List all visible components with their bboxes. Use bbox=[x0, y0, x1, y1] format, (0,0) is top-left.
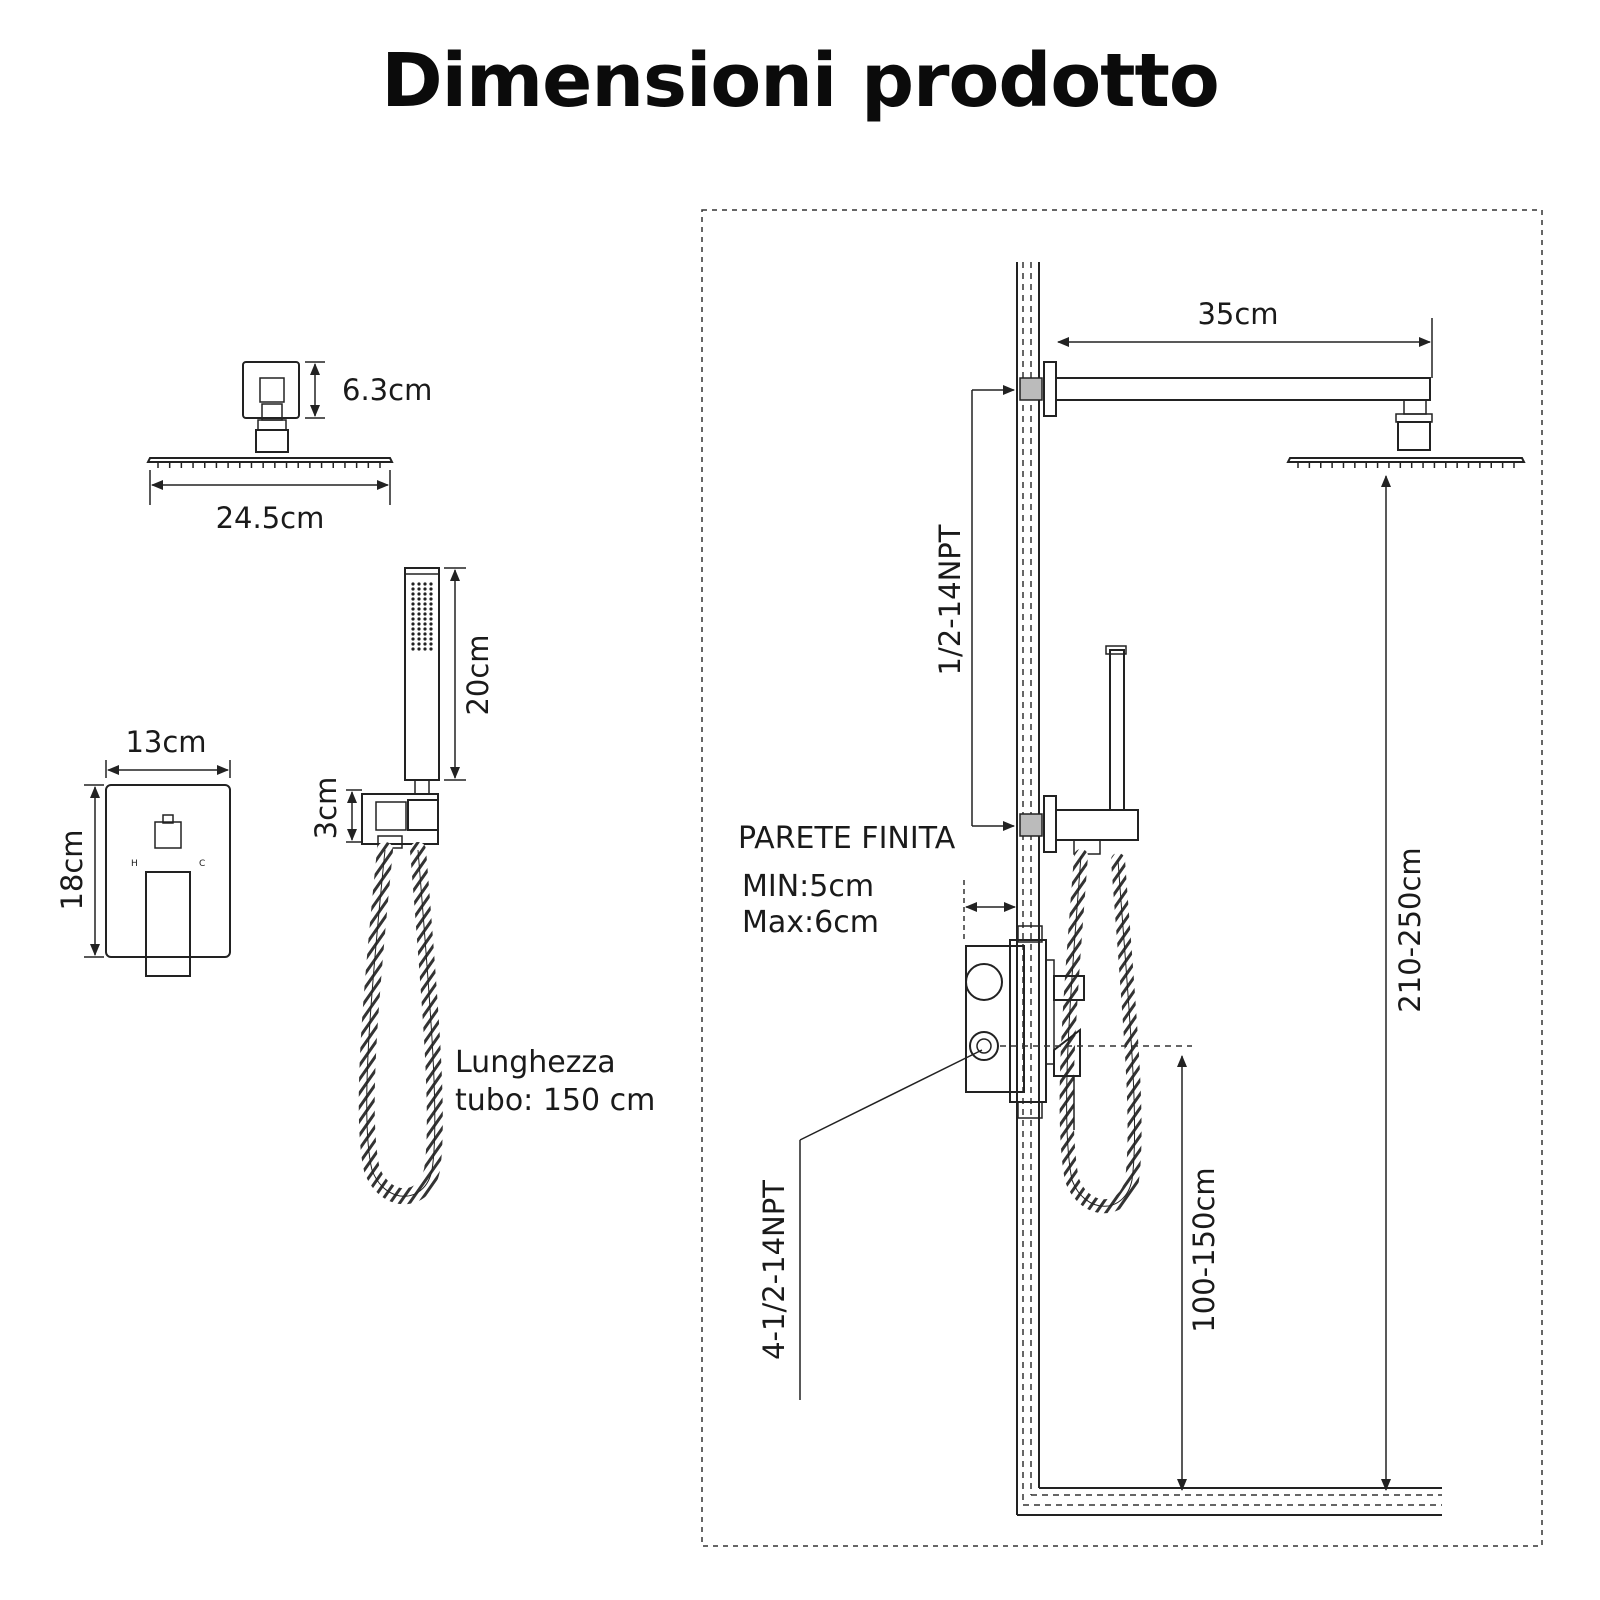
head-height-label: 210-250cm bbox=[1393, 847, 1427, 1012]
valve-height-dimension: 100-150cm bbox=[1000, 1045, 1221, 1491]
wall-finished-label: PARETE FINITA bbox=[738, 821, 956, 856]
cold-marker: C bbox=[199, 859, 205, 869]
mixing-valve-body bbox=[965, 925, 1085, 1130]
valve-plate-drawing: H C bbox=[105, 784, 231, 977]
top-thread-dimension: 1/2-14NPT bbox=[933, 385, 1015, 831]
hose-length-line2: tubo: 150 cm bbox=[455, 1083, 655, 1118]
valve-plate-width-label: 13cm bbox=[125, 725, 206, 759]
page-title: Dimensioni prodotto bbox=[381, 38, 1220, 124]
shower-head-width-label: 24.5cm bbox=[216, 501, 325, 535]
arm-length-label: 35cm bbox=[1197, 297, 1278, 331]
valve-plate-width-dimension: 13cm bbox=[105, 725, 231, 778]
shower-head-height-dimension: 6.3cm bbox=[305, 361, 432, 419]
hand-shower-drawing bbox=[358, 567, 443, 1205]
wall-min-label: MIN:5cm bbox=[742, 869, 874, 904]
wall-max-label: Max:6cm bbox=[742, 905, 879, 940]
bottom-thread-dimension: 4-1/2-14NPT bbox=[757, 1049, 983, 1400]
bottom-thread-label: 4-1/2-14NPT bbox=[757, 1180, 791, 1360]
installation-frame bbox=[701, 209, 1543, 1547]
hot-marker: H bbox=[131, 859, 138, 869]
hose-length-line1: Lunghezza bbox=[455, 1045, 616, 1080]
holder-height-label: 3cm bbox=[309, 777, 343, 840]
head-height-dimension: 210-250cm bbox=[1381, 475, 1427, 1491]
wall-section bbox=[1016, 262, 1442, 1516]
top-thread-label: 1/2-14NPT bbox=[933, 524, 967, 675]
valve-plate-height-dimension: 18cm bbox=[55, 784, 104, 958]
shower-head-height-label: 6.3cm bbox=[342, 373, 432, 407]
arm-length-dimension: 35cm bbox=[1057, 297, 1433, 378]
wall-depth-dimension: PARETE FINITA MIN:5cm Max:6cm bbox=[738, 821, 1016, 940]
holder-height-dimension: 3cm bbox=[309, 777, 362, 843]
hand-shower-holder-installed bbox=[1019, 645, 1142, 1214]
hose-length-label: Lunghezza tubo: 150 cm bbox=[455, 1045, 655, 1118]
valve-height-label: 100-150cm bbox=[1187, 1167, 1221, 1332]
valve-plate-height-label: 18cm bbox=[55, 829, 89, 910]
shower-arm-drawing bbox=[1019, 361, 1526, 468]
hand-shower-length-dimension: 20cm bbox=[444, 567, 495, 781]
shower-head-drawing bbox=[146, 361, 394, 468]
shower-head-width-dimension: 24.5cm bbox=[149, 470, 391, 535]
hand-shower-length-label: 20cm bbox=[461, 634, 495, 715]
